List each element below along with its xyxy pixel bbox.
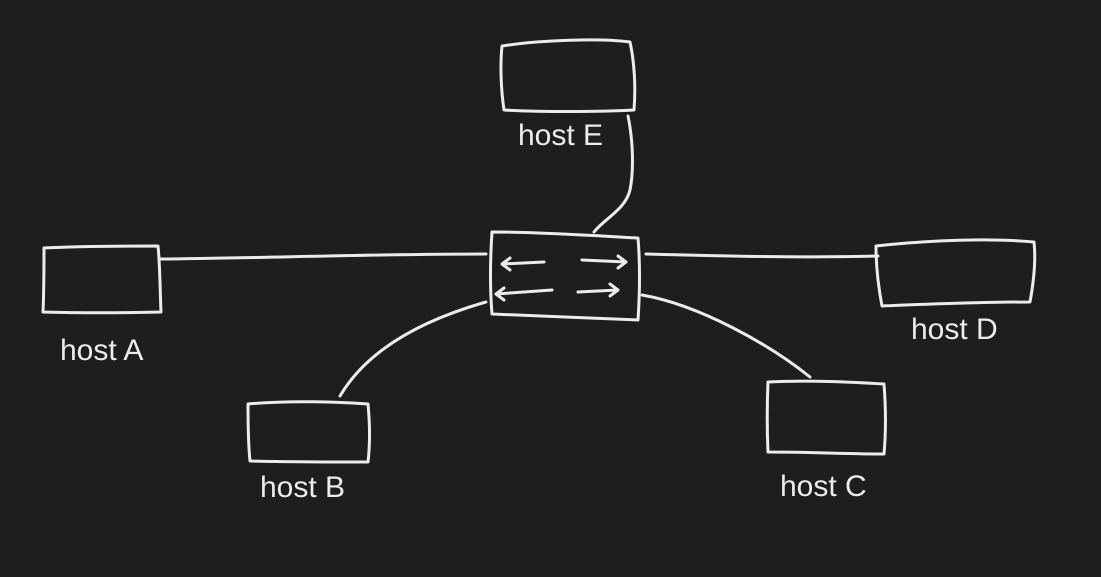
link-host-e (592, 114, 634, 234)
link-host-a (158, 252, 488, 261)
host-a-box (41, 244, 163, 315)
link-host-d (644, 252, 880, 259)
host-c-box (765, 379, 887, 456)
host-e-label: host E (518, 119, 604, 152)
link-host-b (338, 300, 488, 398)
switch-arrow-left-top (500, 256, 546, 272)
host-c-label: host C (780, 470, 867, 503)
host-d-label: host D (911, 313, 998, 346)
switch-arrow-left-bottom (494, 286, 554, 302)
host-d-box (874, 238, 1037, 308)
host-b-label: host B (260, 471, 346, 504)
host-e-box (499, 38, 637, 113)
host-a-label: host A (60, 334, 144, 367)
host-b-box (246, 400, 371, 464)
network-switch-icon (489, 230, 641, 322)
switch-arrow-right-top (580, 254, 628, 270)
link-host-c (640, 293, 812, 379)
switch-arrow-right-bottom (576, 282, 620, 298)
switch-box (489, 230, 641, 322)
